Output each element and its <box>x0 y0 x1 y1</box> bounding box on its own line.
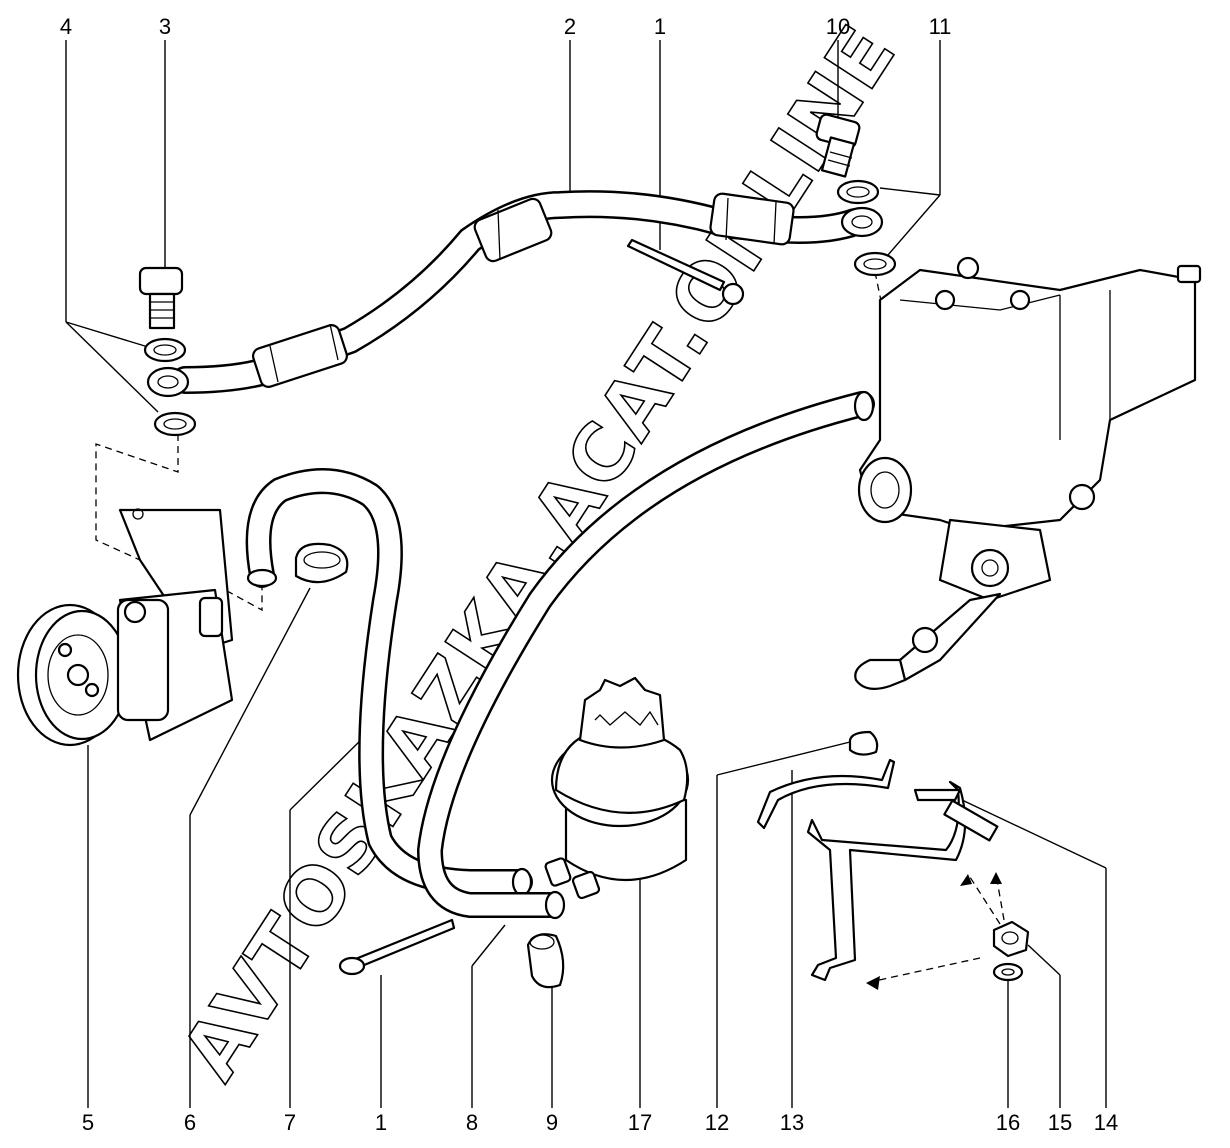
callout-label: 17 <box>628 1110 652 1135</box>
strap-upper <box>756 758 896 830</box>
svg-text:AVTOSKAZKA.ACAT.ONLINE: AVTOSKAZKA.ACAT.ONLINE <box>165 10 914 1096</box>
callout-label: 11 <box>929 14 952 39</box>
pressure-line <box>146 190 884 398</box>
callout-labels: 4 3 2 1 10 11 5 6 7 1 8 9 17 12 13 16 15… <box>60 14 1118 1135</box>
rubber-bushing <box>848 730 879 756</box>
callout-label: 1 <box>654 14 666 39</box>
callout-label: 1 <box>375 1110 387 1135</box>
callout-label: 12 <box>705 1110 729 1135</box>
sealing-washers <box>143 179 897 437</box>
steering-gear-box <box>854 256 1202 691</box>
callout-label: 4 <box>60 14 72 39</box>
callout-label: 16 <box>996 1110 1020 1135</box>
watermark: AVTOSKAZKA.ACAT.ONLINE <box>165 9 915 1096</box>
callout-label: 2 <box>564 14 576 39</box>
return-hose <box>416 390 875 920</box>
callout-label: 5 <box>82 1110 94 1135</box>
power-steering-pump <box>16 508 234 747</box>
banjo-bolt-right <box>815 113 861 178</box>
nut <box>992 920 1030 958</box>
cable-tie-upper <box>626 238 745 306</box>
banjo-bolt-left <box>138 266 184 330</box>
leader-lines <box>65 40 1107 1108</box>
mounting-bracket <box>806 780 999 982</box>
callout-label: 8 <box>466 1110 478 1135</box>
cable-tie-lower <box>338 918 456 976</box>
washer <box>992 962 1024 982</box>
callout-label: 3 <box>159 14 171 39</box>
small-clamp <box>526 933 565 989</box>
fluid-reservoir <box>544 676 690 900</box>
suction-hose <box>245 468 533 897</box>
callout-label: 9 <box>546 1110 558 1135</box>
callout-label: 14 <box>1094 1110 1118 1135</box>
callout-label: 7 <box>284 1110 296 1135</box>
callout-label: 13 <box>780 1110 804 1135</box>
callout-label: 6 <box>184 1110 196 1135</box>
callout-label: 15 <box>1048 1110 1072 1135</box>
callout-label: 10 <box>826 14 850 39</box>
hose-clamp <box>294 542 349 584</box>
